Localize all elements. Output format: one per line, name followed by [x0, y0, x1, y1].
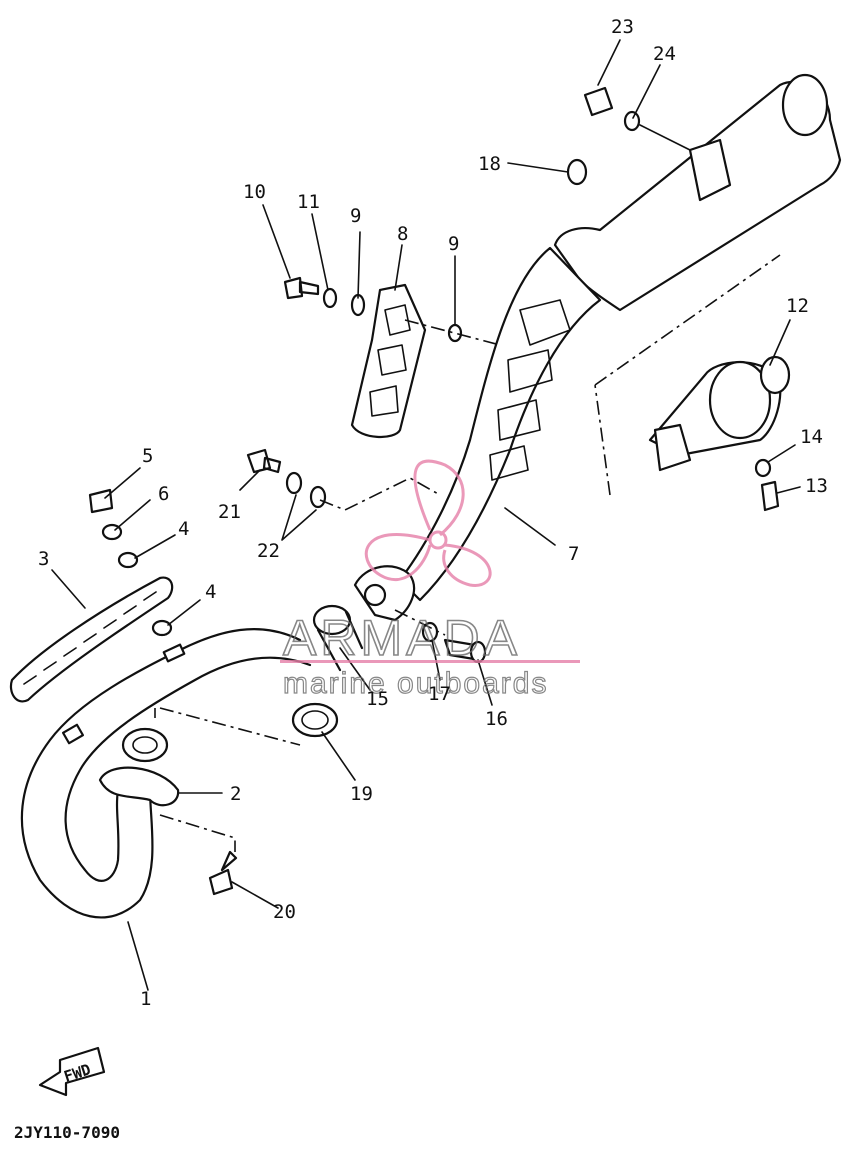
screw-13[interactable] — [760, 480, 780, 512]
bolt-5[interactable] — [88, 488, 114, 514]
callout-22: 22 — [257, 540, 280, 562]
exhaust-protector[interactable] — [9, 576, 174, 703]
exhaust-flange[interactable] — [98, 727, 180, 807]
callout-13: 13 — [805, 475, 828, 497]
washer-11[interactable] — [322, 287, 338, 309]
callout-4b: 4 — [205, 581, 216, 603]
bolt-23[interactable] — [583, 86, 614, 117]
callout-4a: 4 — [178, 518, 189, 540]
muffler[interactable] — [398, 73, 842, 602]
callout-24: 24 — [653, 43, 676, 65]
gasket-19[interactable] — [291, 702, 339, 738]
watermark: ARMADA marine outboards — [280, 459, 580, 701]
assembly-lines — [154, 254, 781, 852]
callout-9b: 9 — [448, 233, 459, 255]
callout-2: 2 — [230, 783, 241, 805]
washer-24[interactable] — [623, 110, 641, 132]
leader-lines — [51, 39, 801, 991]
callout-20: 20 — [273, 901, 296, 923]
callout-23: 23 — [611, 16, 634, 38]
collar-22a[interactable] — [285, 471, 303, 495]
callout-10: 10 — [243, 181, 266, 203]
callout-17: 17 — [428, 683, 451, 705]
bolt-10[interactable] — [283, 276, 320, 300]
collar-22b[interactable] — [309, 485, 327, 509]
callout-15: 15 — [366, 688, 389, 710]
grommet-18[interactable] — [566, 158, 588, 186]
callout-7: 7 — [568, 543, 579, 565]
callout-16: 16 — [485, 708, 508, 730]
bolt-21[interactable] — [246, 448, 282, 474]
callout-8: 8 — [397, 223, 408, 245]
diagram-code: 2JY110-7090 — [14, 1123, 120, 1142]
washer-9b[interactable] — [447, 323, 463, 343]
muffler-bracket[interactable] — [350, 283, 427, 438]
callout-6: 6 — [158, 483, 169, 505]
washer-14[interactable] — [754, 458, 772, 478]
joint-pipe[interactable] — [312, 604, 364, 672]
callout-18: 18 — [478, 153, 501, 175]
callout-9a: 9 — [350, 205, 361, 227]
forward-arrow-icon: FWD — [38, 1046, 106, 1097]
callout-12: 12 — [786, 295, 809, 317]
bolt-16[interactable] — [443, 638, 487, 664]
watermark-brand: ARMADA — [283, 610, 521, 666]
collar-4a[interactable] — [117, 551, 139, 569]
callout-5: 5 — [142, 445, 153, 467]
callout-21: 21 — [218, 501, 241, 523]
callout-1: 1 — [140, 988, 151, 1010]
bolt-20[interactable] — [208, 850, 238, 896]
callout-19: 19 — [350, 783, 373, 805]
collar-4b[interactable] — [151, 619, 173, 637]
watermark-tagline: marine outboards — [283, 667, 548, 700]
propeller-logo — [364, 459, 492, 587]
callout-14: 14 — [800, 426, 823, 448]
callout-labels: 1 2 3 4 4 5 6 7 8 9 9 10 11 12 13 14 15 … — [38, 16, 828, 1010]
washer-17[interactable] — [421, 621, 439, 643]
callout-11: 11 — [297, 191, 320, 213]
spark-arrester[interactable] — [648, 355, 791, 472]
exhaust-pipe[interactable] — [20, 628, 312, 919]
callout-3: 3 — [38, 548, 49, 570]
